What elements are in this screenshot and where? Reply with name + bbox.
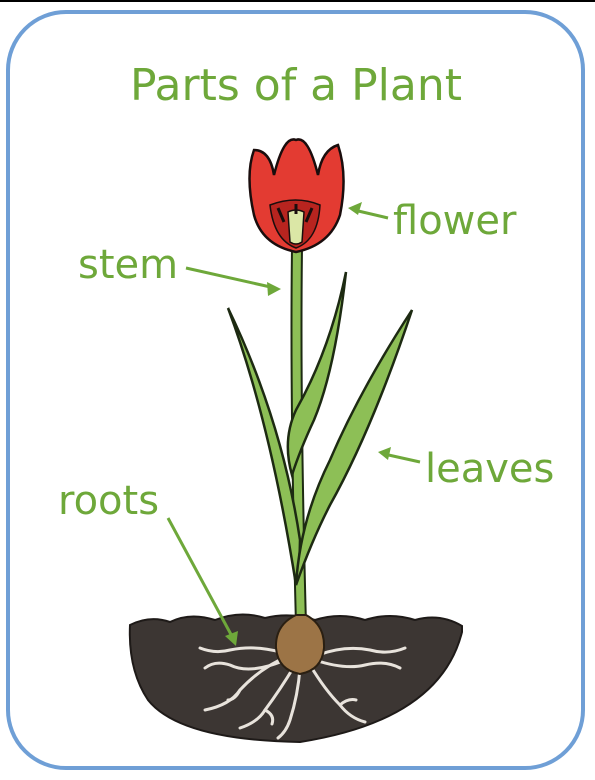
label-leaves: leaves bbox=[425, 446, 554, 492]
bulb bbox=[276, 615, 324, 674]
label-stem: stem bbox=[78, 242, 178, 288]
leaves-arrow-line bbox=[384, 454, 420, 462]
label-roots: roots bbox=[58, 478, 159, 524]
stem-arrow-line bbox=[186, 268, 275, 288]
label-flower: flower bbox=[393, 198, 517, 244]
leaf-right bbox=[296, 310, 412, 585]
diagram-title: Parts of a Plant bbox=[130, 60, 462, 111]
flower-head bbox=[250, 139, 344, 252]
